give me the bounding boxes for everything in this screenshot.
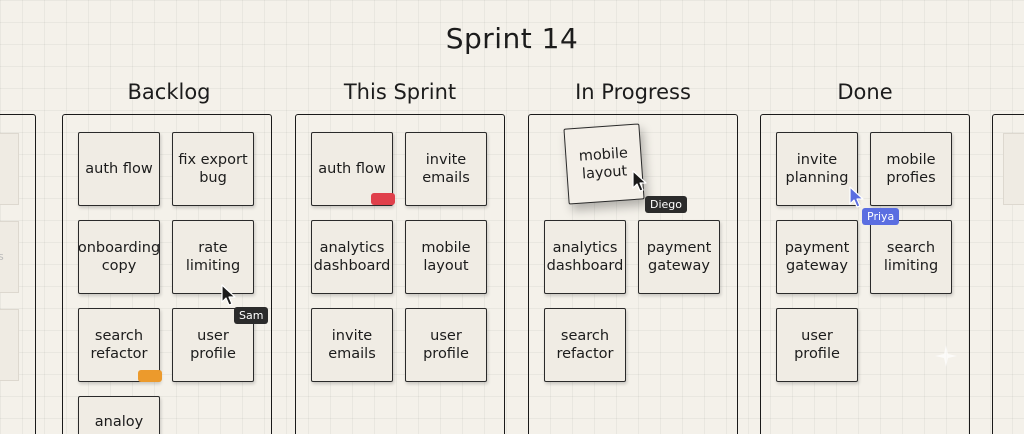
- label-tag-red[interactable]: [371, 193, 395, 205]
- card-user-profile[interactable]: user profile: [405, 308, 487, 382]
- column-in-progress[interactable]: analytics dashboard payment gateway sear…: [528, 114, 738, 434]
- column-title-backlog: Backlog: [127, 80, 211, 104]
- ghost-card: [0, 309, 19, 381]
- cursor-sam-icon: [221, 284, 236, 306]
- offscreen-column-left: [0, 114, 36, 434]
- card-analytics-dashboard[interactable]: analytics dashboard: [544, 220, 626, 294]
- column-this-sprint[interactable]: auth flow invite emails analytics dashbo…: [295, 114, 505, 434]
- label-tag-orange[interactable]: [138, 370, 162, 382]
- card-auth-flow[interactable]: auth flow: [78, 132, 160, 206]
- cursor-diego-icon: [632, 170, 647, 192]
- board-title: Sprint 14: [445, 22, 579, 55]
- card-fix-export-bug[interactable]: fix export bug: [172, 132, 254, 206]
- ghost-card: [0, 221, 19, 293]
- card-user-profile[interactable]: user profile: [776, 308, 858, 382]
- card-search-refactor[interactable]: search refactor: [78, 308, 160, 382]
- card-onboarding-copy[interactable]: onboarding copy: [78, 220, 160, 294]
- ghost-card: [1003, 133, 1024, 205]
- dragging-card-mobile-layout[interactable]: mobile layout: [563, 123, 645, 205]
- column-backlog[interactable]: auth flow fix export bug onboarding copy…: [62, 114, 272, 434]
- card-invite-planning[interactable]: invite planning: [776, 132, 858, 206]
- offscreen-column-right: [992, 114, 1024, 434]
- card-search-limiting[interactable]: search limiting: [870, 220, 952, 294]
- card-analoy[interactable]: analoy: [78, 396, 160, 434]
- column-title-this-sprint: This Sprint: [343, 80, 457, 104]
- column-done[interactable]: invite planning mobile profies payment g…: [760, 114, 970, 434]
- card-search-refactor[interactable]: search refactor: [544, 308, 626, 382]
- edge-text-fragment: s: [0, 250, 4, 263]
- card-invite-emails[interactable]: invite emails: [311, 308, 393, 382]
- card-payment-gateway[interactable]: payment gateway: [638, 220, 720, 294]
- cursor-label-diego: Diego: [645, 196, 688, 213]
- cursor-priya-icon: [849, 186, 864, 208]
- card-analytics-dashboard[interactable]: analytics dashboard: [311, 220, 393, 294]
- cursor-label-priya: Priya: [862, 208, 900, 225]
- card-mobile-profies[interactable]: mobile profies: [870, 132, 952, 206]
- card-mobile-layout[interactable]: mobile layout: [405, 220, 487, 294]
- cursor-label-sam: Sam: [234, 307, 269, 324]
- sparkle-icon: [935, 345, 957, 367]
- card-rate-limiting[interactable]: rate limiting: [172, 220, 254, 294]
- column-title-done: Done: [837, 80, 893, 104]
- column-title-in-progress: In Progress: [575, 80, 691, 104]
- ghost-card: [0, 133, 19, 205]
- card-payment-gateway[interactable]: payment gateway: [776, 220, 858, 294]
- card-invite-emails[interactable]: invite emails: [405, 132, 487, 206]
